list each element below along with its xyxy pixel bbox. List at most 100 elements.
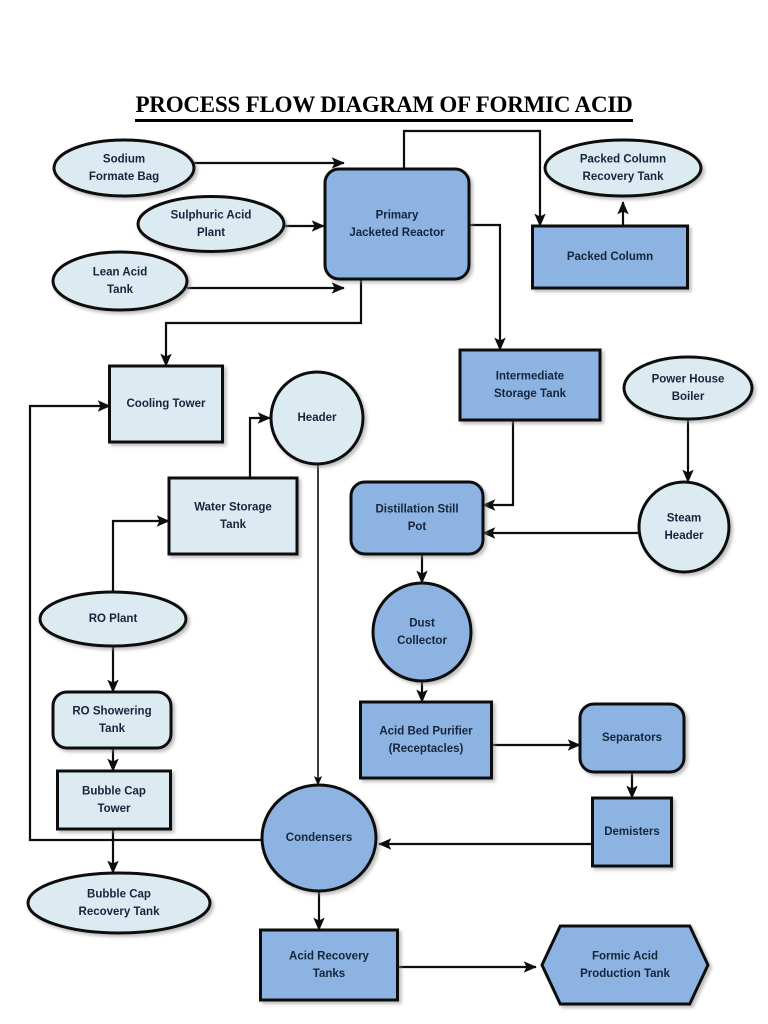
node-label-packed-column-recovery-tank: Packed Column [580, 153, 666, 165]
node-label-power-house-boiler: Power House [652, 373, 725, 385]
page-title: PROCESS FLOW DIAGRAM OF FORMIC ACID [0, 92, 768, 122]
node-shape-ro-plant [38, 590, 188, 648]
node-label-bubble-cap-recovery-tank: Recovery Tank [79, 906, 161, 918]
flow-connector-primary-jacketed-reactor-to-intermediate-storage-tank [469, 223, 506, 351]
node-label-water-storage-tank: Tank [220, 519, 247, 531]
node-shape-power-house-boiler [622, 355, 754, 421]
node-label-condensers: Condensers [286, 832, 352, 844]
node-shape-sulphuric-acid-plant [136, 195, 286, 253]
flow-connector-ro-plant-to-water-storage-tank [111, 515, 170, 592]
node-shape-packed-column-recovery-tank [543, 138, 703, 198]
node-label-dust-collector: Collector [397, 635, 447, 647]
node-label-steam-header: Steam [667, 512, 702, 524]
node-label-intermediate-storage-tank: Storage Tank [494, 388, 567, 400]
node-label-separators: Separators [602, 732, 662, 744]
node-label-header: Header [298, 412, 338, 424]
node-shape-intermediate-storage-tank [458, 348, 602, 422]
node-label-formic-acid-production-tank: Production Tank [580, 968, 670, 980]
node-label-sodium-formate-bag: Formate Bag [89, 171, 159, 183]
node-shape-sodium-formate-bag [52, 138, 196, 198]
node-label-acid-recovery-tanks: Acid Recovery [289, 950, 370, 962]
node-label-sodium-formate-bag: Sodium [103, 153, 145, 165]
node-label-water-storage-tank: Water Storage [194, 501, 272, 513]
node-label-ro-plant: RO Plant [89, 613, 138, 625]
node-label-packed-column: Packed Column [567, 251, 653, 263]
node-condensers[interactable]: Condensers [260, 783, 378, 893]
node-label-distillation-still-pot: Distillation Still [375, 503, 458, 515]
node-label-ro-showering-tank: Tank [99, 723, 126, 735]
flow-connector-water-storage-tank-to-header [248, 412, 271, 478]
node-shape-distillation-still-pot [349, 480, 485, 556]
node-label-bubble-cap-tower: Bubble Cap [82, 785, 146, 797]
node-shape-ro-showering-tank [51, 690, 173, 750]
node-label-steam-header: Header [665, 530, 705, 542]
node-acid-bed-purifier[interactable]: Acid Bed Purifier (Receptacles) [359, 700, 493, 780]
node-label-bubble-cap-tower: Tower [97, 803, 131, 815]
node-shape-acid-bed-purifier [359, 700, 493, 780]
node-label-lean-acid-tank: Tank [107, 284, 134, 296]
node-shape-formic-acid-production-tank [540, 924, 710, 1006]
node-label-lean-acid-tank: Lean Acid [93, 266, 148, 278]
page-title-text: PROCESS FLOW DIAGRAM OF FORMIC ACID [135, 92, 633, 122]
node-label-intermediate-storage-tank: Intermediate [496, 370, 564, 382]
node-label-formic-acid-production-tank: Formic Acid [592, 950, 658, 962]
node-shape-separators [578, 702, 686, 774]
flow-connector-primary-jacketed-reactor-to-cooling-tower [160, 279, 363, 367]
node-shape-steam-header [637, 480, 731, 574]
node-shape-lean-acid-tank [51, 250, 189, 312]
node-shape-bubble-cap-recovery-tank [26, 871, 212, 935]
node-demisters[interactable]: Demisters [591, 796, 673, 868]
flow-connector-primary-jacketed-reactor-to-packed-column [402, 129, 546, 227]
node-shape-bubble-cap-tower [56, 769, 172, 831]
node-ro-plant[interactable]: RO Plant [38, 590, 188, 648]
node-cooling-tower[interactable]: Cooling Tower [108, 364, 224, 444]
node-label-demisters: Demisters [604, 826, 660, 838]
node-label-acid-bed-purifier: Acid Bed Purifier [379, 725, 473, 737]
node-label-dust-collector: Dust [409, 617, 435, 629]
node-shape-demisters [591, 796, 673, 868]
node-shape-cooling-tower [108, 364, 224, 444]
node-shape-packed-column [531, 224, 689, 290]
node-label-ro-showering-tank: RO Showering [72, 705, 151, 717]
node-packed-column[interactable]: Packed Column [531, 224, 689, 290]
node-shape-acid-recovery-tanks [259, 928, 399, 1002]
node-label-acid-recovery-tanks: Tanks [313, 968, 345, 980]
node-label-primary-jacketed-reactor: Primary [376, 209, 419, 221]
edge-layer [28, 129, 694, 973]
node-label-primary-jacketed-reactor: Jacketed Reactor [349, 227, 445, 239]
node-shape-header [269, 370, 365, 466]
node-label-acid-bed-purifier: (Receptacles) [389, 743, 464, 755]
node-shape-primary-jacketed-reactor [323, 167, 471, 281]
node-shape-condensers [260, 783, 378, 893]
node-label-bubble-cap-recovery-tank: Bubble Cap [87, 888, 151, 900]
node-label-cooling-tower: Cooling Tower [126, 398, 206, 410]
node-header[interactable]: Header [269, 370, 365, 466]
node-label-packed-column-recovery-tank: Recovery Tank [583, 171, 665, 183]
flow-connector-intermediate-storage-tank-to-distillation-still-pot [482, 420, 515, 511]
node-shape-water-storage-tank [167, 476, 299, 556]
node-label-sulphuric-acid-plant: Plant [197, 227, 225, 239]
node-separators[interactable]: Separators [578, 702, 686, 774]
node-shape-dust-collector [371, 581, 473, 683]
node-label-power-house-boiler: Boiler [672, 391, 705, 403]
flow-connector-condensers-to-cooling-tower [28, 400, 262, 842]
